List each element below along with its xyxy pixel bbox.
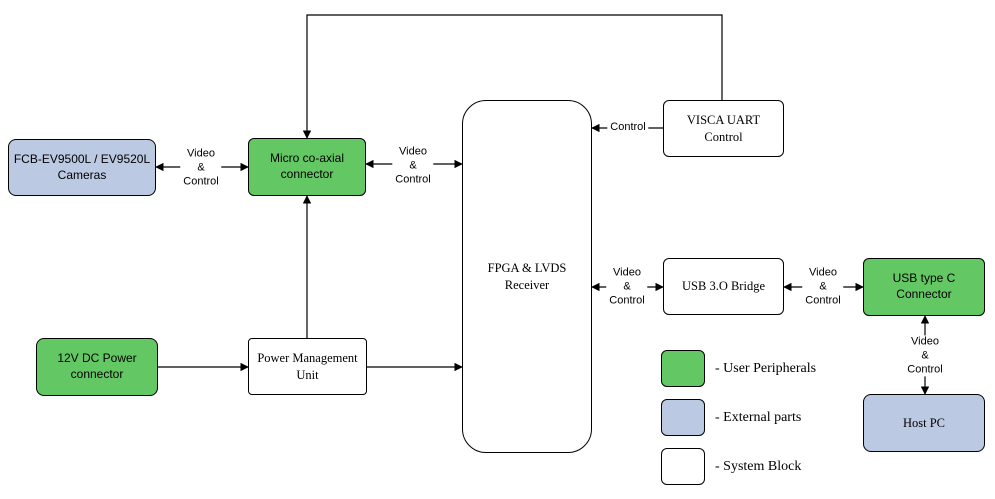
- node-host-pc: Host PC: [863, 394, 985, 452]
- edge-label-video-control: Video & Control: [392, 145, 434, 187]
- legend-label-system-block: - System Block: [715, 458, 802, 474]
- edge-label-video-control: Video & Control: [802, 266, 844, 308]
- node-usb3-bridge: USB 3.O Bridge: [663, 258, 784, 315]
- legend-swatch-external-parts: [661, 399, 705, 436]
- node-fpga-lvds-receiver: FPGA & LVDS Receiver: [462, 100, 592, 453]
- legend-label-user-peripherals: - User Peripherals: [715, 360, 817, 376]
- node-micro-coaxial-connector: Micro co-axial connector: [248, 138, 366, 196]
- legend-item-external-parts: - External parts: [661, 399, 801, 436]
- node-cameras: FCB-EV9500L / EV9520L Cameras: [8, 139, 156, 196]
- node-12v-dc-power-connector: 12V DC Power connector: [36, 338, 158, 396]
- legend-item-user-peripherals: - User Peripherals: [661, 350, 816, 387]
- node-usb-type-c-connector: USB type C Connector: [863, 258, 985, 316]
- node-visca-uart-control: VISCA UART Control: [663, 100, 784, 157]
- edge-visca-micro-coaxial-top: [302, 14, 723, 139]
- node-power-management-unit: Power Management Unit: [248, 338, 367, 395]
- legend-swatch-user-peripherals: [661, 350, 705, 387]
- edge-label-video-control: Video & Control: [180, 147, 222, 189]
- legend-item-system-block: - System Block: [661, 448, 801, 485]
- legend-swatch-system-block: [661, 448, 705, 485]
- edge-label-video-control: Video & Control: [904, 335, 946, 377]
- legend-label-external-parts: - External parts: [715, 409, 802, 425]
- edge-label-video-control: Video & Control: [606, 266, 648, 308]
- edge-label-control: Control: [607, 121, 649, 135]
